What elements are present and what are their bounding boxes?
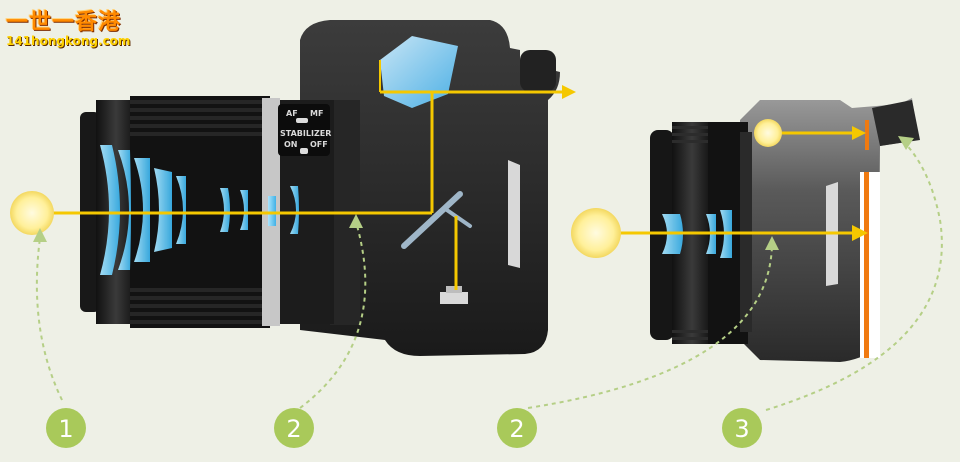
watermark-logo: 一世一香港 141hongkong.com bbox=[6, 4, 130, 48]
evf-screen bbox=[865, 120, 869, 150]
af-label: AF bbox=[286, 109, 298, 118]
dslr-switch-panel bbox=[278, 104, 330, 156]
light-source-evf bbox=[754, 119, 782, 147]
af-mf-switch bbox=[296, 118, 308, 123]
stabilizer-switch bbox=[300, 148, 308, 154]
dashed-callouts bbox=[35, 139, 943, 411]
light-rays bbox=[32, 60, 855, 290]
watermark-title: 一世一香港 bbox=[6, 10, 122, 35]
step-badge-1 bbox=[46, 408, 86, 448]
callout-2-dslr bbox=[299, 221, 367, 409]
image-sensor bbox=[864, 172, 869, 358]
reflex-mirror bbox=[401, 191, 463, 249]
step-badge-2a bbox=[274, 408, 314, 448]
dslr-camera: AF MF STABILIZER ON OFF bbox=[80, 20, 560, 356]
image-sensor-frame bbox=[860, 172, 880, 358]
step-badge-3 bbox=[722, 408, 762, 448]
dslr-body bbox=[300, 20, 560, 356]
stabilizer-label: STABILIZER bbox=[280, 129, 331, 138]
callout-3 bbox=[765, 139, 943, 411]
ray-arrowheads bbox=[562, 85, 868, 241]
af-sensor bbox=[440, 292, 468, 304]
mf-label: MF bbox=[310, 109, 323, 118]
step-label-2a: 2 bbox=[286, 415, 301, 443]
step-label-1: 1 bbox=[58, 415, 73, 443]
step-label-2b: 2 bbox=[509, 415, 524, 443]
evf-eyecup bbox=[872, 100, 920, 146]
step-label-3: 3 bbox=[734, 415, 749, 443]
callout-2-mirrorless bbox=[527, 243, 773, 409]
light-source-dslr bbox=[10, 191, 54, 235]
light-source-mirrorless bbox=[571, 208, 621, 258]
dslr-lens-elements bbox=[100, 145, 299, 275]
dslr-lcd-edge bbox=[508, 160, 520, 268]
step-badges: 1 2 2 3 bbox=[46, 408, 762, 448]
pentaprism bbox=[380, 36, 458, 108]
stabilizer-off-label: OFF bbox=[310, 140, 328, 149]
callout-1 bbox=[35, 237, 63, 401]
step-badge-2b bbox=[497, 408, 537, 448]
callout-arrowheads bbox=[33, 136, 914, 250]
dslr-eyecup bbox=[520, 50, 556, 92]
watermark-site: 141hongkong.com bbox=[6, 34, 131, 48]
mirrorless-camera bbox=[650, 98, 920, 362]
stabilizer-on-label: ON bbox=[284, 140, 298, 149]
